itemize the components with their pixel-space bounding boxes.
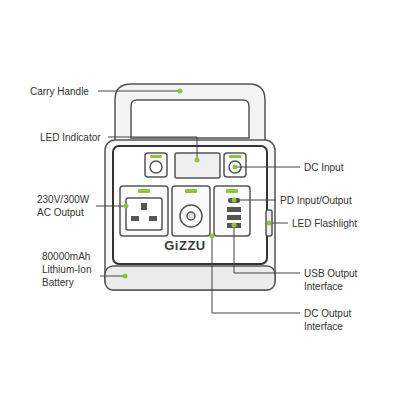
usb-port <box>227 223 241 228</box>
leader-line <box>235 167 300 168</box>
leader-dot <box>233 165 238 170</box>
leader-dot <box>232 223 237 228</box>
usb-panel <box>214 186 250 236</box>
car-socket-pin <box>187 212 195 220</box>
ac-socket <box>126 198 162 230</box>
car-socket <box>180 205 202 227</box>
brand-logo: GiZZU <box>155 239 215 252</box>
leader-dot <box>195 158 200 163</box>
usb-port <box>227 215 241 220</box>
part-label: DC Input <box>304 161 343 174</box>
leader-line <box>96 206 126 207</box>
indicator-light <box>229 155 241 158</box>
part-label: LED Flashlight <box>292 217 357 230</box>
socket-pin <box>149 216 157 221</box>
part-label: LED Indicator <box>40 131 101 144</box>
device-base <box>105 266 275 290</box>
leader-line <box>234 225 300 273</box>
socket-pin <box>131 216 139 221</box>
part-label: 80000mAh Lithium-Ion Battery <box>42 250 98 289</box>
leader-line <box>100 276 125 277</box>
dc-input-frame <box>224 153 246 177</box>
indicator-light <box>138 189 150 193</box>
part-label: USB Output Interface <box>304 267 366 293</box>
leader-dot <box>232 198 237 203</box>
leader-dot <box>178 89 183 94</box>
part-label: 230V/300W AC Output <box>37 193 95 219</box>
socket-pin <box>141 203 147 210</box>
front-panel <box>113 146 267 264</box>
usb-port <box>227 207 241 212</box>
indicator-light <box>185 189 197 193</box>
leader-line <box>269 223 288 224</box>
power-button-frame <box>145 153 167 177</box>
leader-line <box>108 137 197 160</box>
leader-line <box>212 236 300 313</box>
dc-socket-frame <box>172 186 210 236</box>
ac-socket-frame <box>120 186 168 236</box>
part-label: PD Input/Output <box>280 194 352 207</box>
leader-dot <box>210 234 215 239</box>
indicator-light <box>150 155 162 158</box>
power-button <box>150 161 162 173</box>
leader-line <box>234 200 276 201</box>
carry-handle <box>115 84 265 142</box>
handle-hole <box>131 100 249 138</box>
leader-dot <box>123 274 128 279</box>
leader-dot <box>267 221 272 226</box>
leader-dot <box>124 204 129 209</box>
part-label: Carry Handle <box>30 85 89 98</box>
indicator-light <box>226 189 238 193</box>
device-body <box>105 140 275 290</box>
part-label: DC Output Interface <box>304 307 366 333</box>
flashlight <box>266 210 272 236</box>
leader-line <box>98 91 180 92</box>
